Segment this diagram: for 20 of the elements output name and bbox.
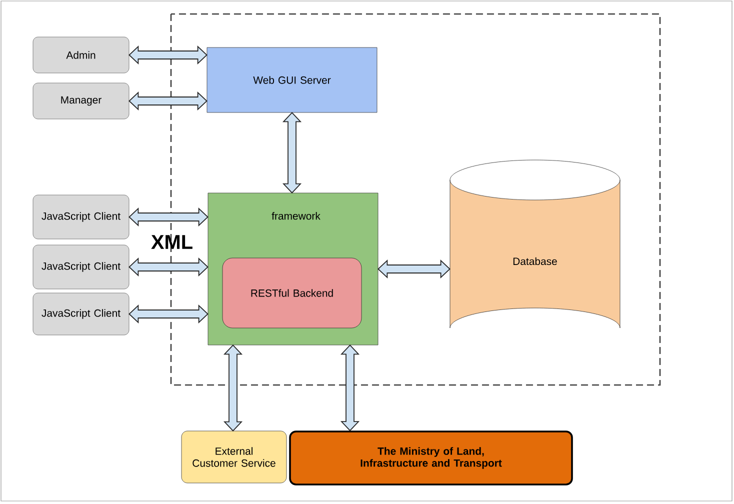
block-arrow (282, 112, 302, 194)
user-box: Manager (32, 82, 130, 120)
backend-box: RESTful Backend (222, 258, 362, 328)
client-box: JavaScript Client (32, 244, 130, 290)
block-arrow (128, 45, 208, 65)
block-arrow (223, 344, 243, 432)
block-arrow (378, 259, 450, 279)
client-box: JavaScript Client (32, 194, 130, 240)
server-box: Web GUI Server (206, 47, 378, 113)
user-box: Admin (32, 36, 130, 74)
block-arrow (340, 344, 360, 432)
block-arrow (128, 304, 208, 324)
client-box: JavaScript Client (32, 292, 130, 336)
block-arrow (128, 91, 208, 111)
database-cylinder: Database (450, 160, 620, 328)
block-arrow (128, 207, 208, 227)
ministry-box: The Ministry of Land, Infrastructure and Transport (289, 430, 573, 486)
service-box: External Customer Service (181, 430, 287, 484)
block-arrow (128, 257, 208, 277)
format-label: XML (151, 235, 192, 249)
